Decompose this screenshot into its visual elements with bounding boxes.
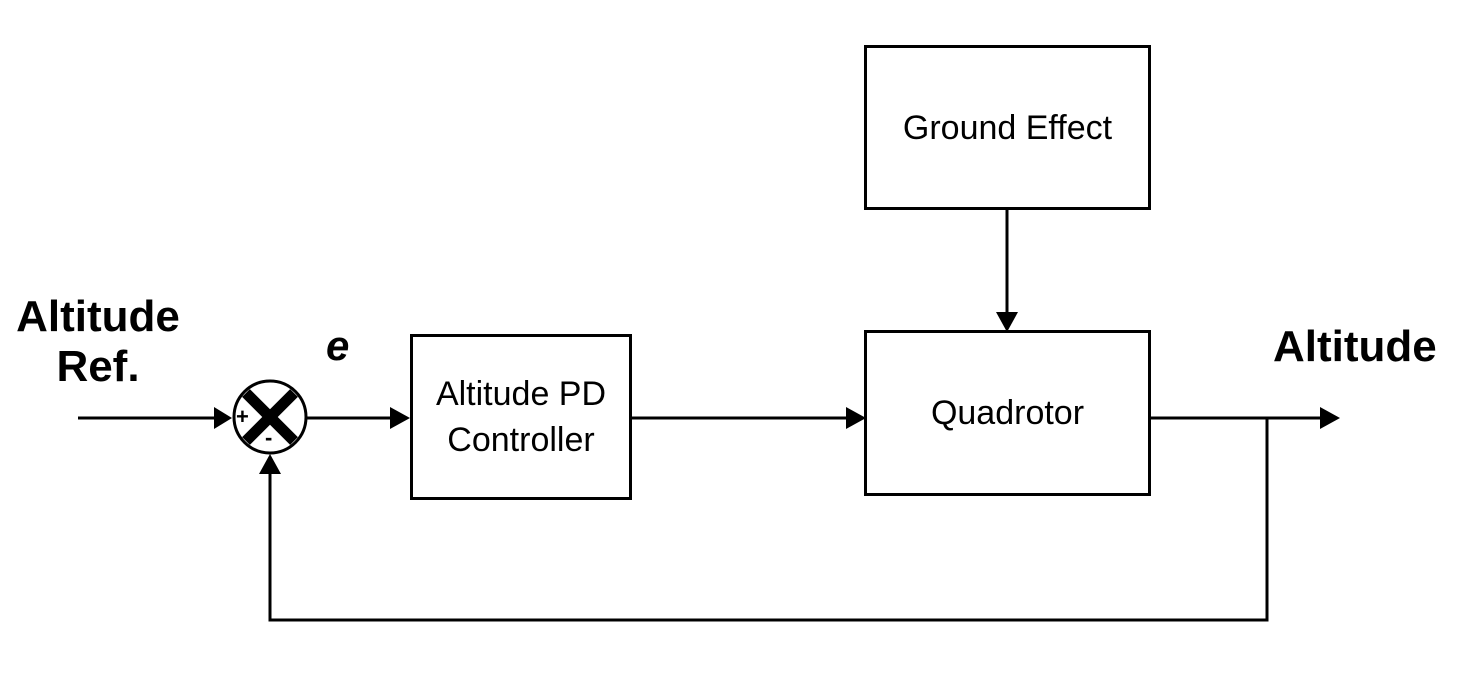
controller-block: Altitude PD Controller: [410, 334, 632, 500]
summing-minus-sign: -: [265, 425, 273, 450]
feedback-arrowhead: [259, 454, 281, 474]
summing-plus-sign: +: [236, 404, 249, 429]
output-label: Altitude: [1273, 322, 1437, 371]
input-label-line2: Ref.: [56, 342, 140, 391]
control-arrowhead: [846, 407, 866, 429]
input-label: Altitude Ref.: [6, 292, 190, 392]
controller-label-line1: Altitude PD: [435, 375, 607, 413]
summing-junction-symbol: [232, 379, 308, 455]
input-arrowhead: [214, 407, 232, 429]
error-arrowhead: [390, 407, 410, 429]
output-arrowhead: [1320, 407, 1340, 429]
ground-effect-label: Ground Effect: [902, 108, 1113, 147]
disturbance-arrowhead: [996, 312, 1018, 332]
quadrotor-block: Quadrotor: [864, 330, 1151, 496]
error-signal-label: e: [326, 322, 350, 369]
controller-label-line2: Controller: [447, 421, 595, 459]
quadrotor-label: Quadrotor: [930, 394, 1085, 432]
input-label-line1: Altitude: [16, 292, 180, 341]
feedback-path: [268, 418, 1269, 622]
ground-effect-block: Ground Effect: [864, 45, 1151, 210]
